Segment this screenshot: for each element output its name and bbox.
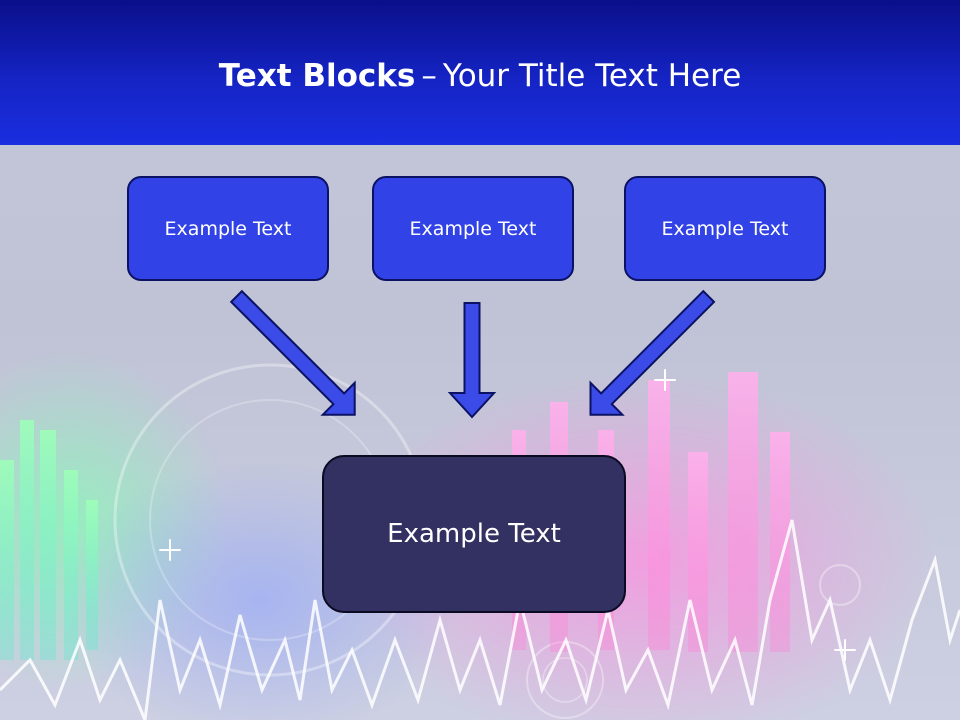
equalizer-bars-left <box>0 420 98 660</box>
text-block-main-label: Example Text <box>387 519 561 549</box>
arrow-down-icon <box>447 302 497 419</box>
text-block-1[interactable]: Example Text <box>127 176 329 281</box>
arrow-down-left-icon <box>589 289 716 416</box>
text-block-3-label: Example Text <box>661 217 789 240</box>
text-block-3[interactable]: Example Text <box>624 176 826 281</box>
title-rest: Your Title Text Here <box>442 58 742 94</box>
title-bold: Text Blocks <box>218 58 416 94</box>
page-title: Text Blocks–Your Title Text Here <box>0 54 960 98</box>
arrow-down-right-icon <box>229 289 356 416</box>
header-bar: Text Blocks–Your Title Text Here <box>0 0 960 145</box>
text-block-2-label: Example Text <box>409 217 537 240</box>
text-block-2[interactable]: Example Text <box>372 176 574 281</box>
title-separator: – <box>421 58 437 94</box>
waveform-line <box>0 519 960 720</box>
text-block-main[interactable]: Example Text <box>322 455 626 613</box>
text-block-1-label: Example Text <box>164 217 292 240</box>
sparkles <box>159 369 856 661</box>
